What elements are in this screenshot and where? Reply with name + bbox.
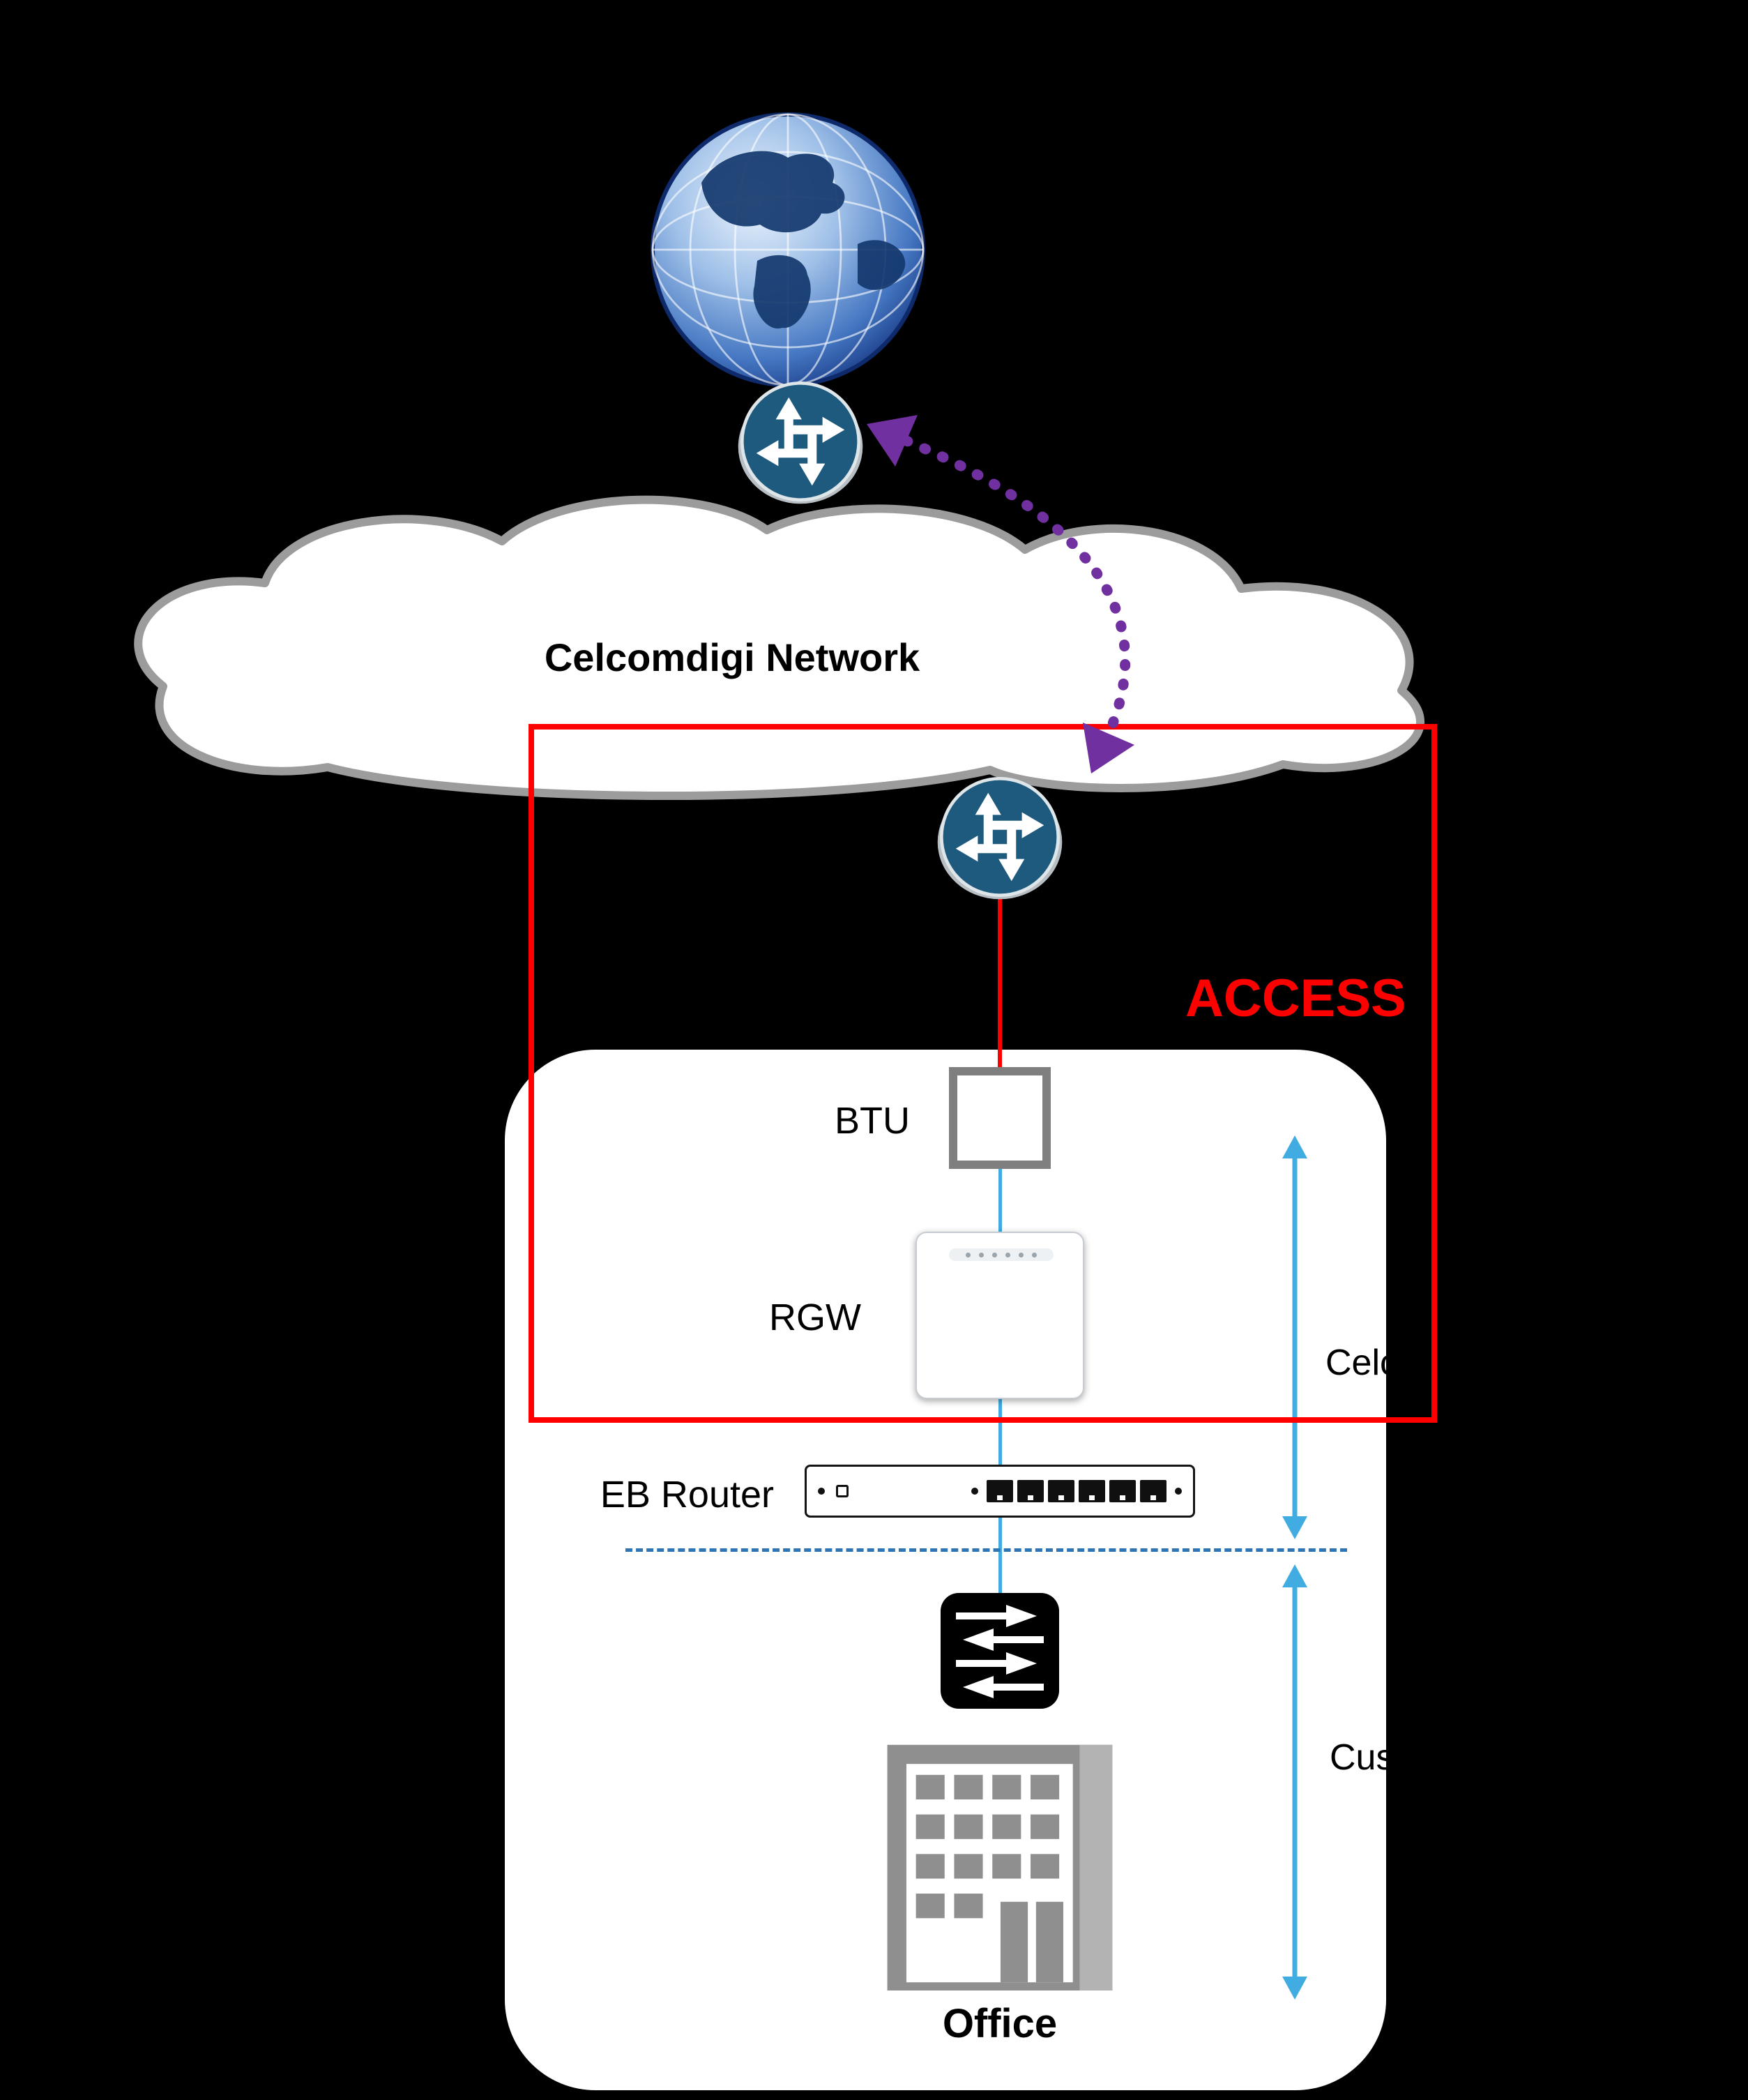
link-rgw-to-eb-router [998, 1399, 1002, 1465]
btu-label: BTU [835, 1100, 910, 1142]
cloud-label: Celcomdigi Network [544, 635, 920, 679]
link-btu-to-rgw [998, 1169, 1002, 1232]
eb-router-device [805, 1465, 1195, 1518]
access-router-icon [935, 772, 1065, 902]
office-label: Office [942, 2001, 1058, 2046]
link-eb-router-to-switch [998, 1518, 1002, 1593]
customer-scope-label: Cus [1330, 1737, 1394, 1778]
ethernet-port [1109, 1480, 1136, 1502]
globe-graphic [651, 112, 925, 387]
led-indicator [1032, 1252, 1037, 1257]
purple-dotted-arrow-icon [867, 415, 1134, 773]
btu-device [949, 1067, 1051, 1169]
ethernet-port [1017, 1480, 1044, 1502]
rgw-label: RGW [769, 1297, 861, 1338]
ethernet-port [987, 1480, 1013, 1502]
router-graphic [937, 776, 1063, 900]
globe-icon [648, 110, 927, 389]
demarcation-line [625, 1548, 1347, 1552]
led-indicator [1005, 1252, 1010, 1257]
eb-router-label: EB Router [600, 1474, 774, 1516]
led-indicator [818, 1488, 825, 1495]
led-indicator [992, 1252, 997, 1257]
led-indicator [836, 1485, 849, 1497]
building-graphic [887, 1744, 1113, 1991]
core-router-icon [736, 377, 865, 506]
led-indicator [966, 1252, 971, 1257]
port-block [987, 1480, 1166, 1502]
building-icon [879, 1738, 1121, 1991]
access-boundary-box [529, 724, 1437, 1423]
celcomdigi-scope-arrow [1282, 1135, 1307, 1539]
rgw-device [915, 1232, 1084, 1399]
switch-icon [941, 1593, 1059, 1709]
switch-arrows [956, 1605, 1044, 1698]
rgw-led-strip [949, 1248, 1054, 1261]
customer-scope-arrow [1282, 1564, 1307, 2000]
ethernet-port [1079, 1480, 1105, 1502]
led-indicator [1175, 1488, 1182, 1495]
led-indicator [971, 1488, 978, 1495]
ethernet-port [1140, 1480, 1166, 1502]
router-graphic [738, 381, 863, 504]
celcomdigi-scope-label: Celco [1325, 1343, 1418, 1383]
led-indicator [1019, 1252, 1024, 1257]
ethernet-port [1048, 1480, 1074, 1502]
led-indicator [979, 1252, 984, 1257]
access-label: ACCESS [1185, 969, 1406, 1028]
link-router-to-btu [998, 896, 1002, 1070]
